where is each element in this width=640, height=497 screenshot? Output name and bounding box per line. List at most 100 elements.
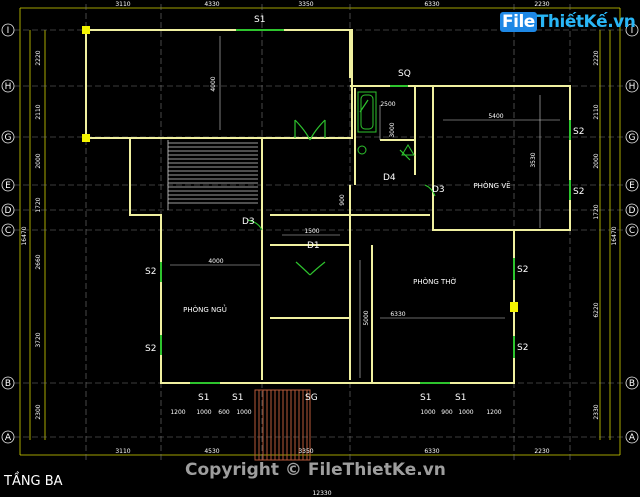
dim-text: 2000 xyxy=(593,153,600,168)
dim-text: 16470 xyxy=(611,226,618,245)
dim-text: 1200 xyxy=(170,409,185,416)
doors xyxy=(247,99,436,276)
dim-text: 2500 xyxy=(380,101,395,108)
right-dimensions: 2220 2110 2000 1720 6220 2330 16470 xyxy=(593,50,618,419)
dim-text: 2220 xyxy=(35,50,42,65)
dim-text: 900 xyxy=(441,409,453,416)
axis-label: C xyxy=(5,226,11,236)
dim-text: 4000 xyxy=(210,76,217,91)
axis-label: D xyxy=(5,206,12,216)
window-label: S2 xyxy=(573,127,584,137)
dim-text: 2110 xyxy=(593,104,600,119)
watermark-file: File xyxy=(500,12,537,32)
dim-text: 5400 xyxy=(488,113,503,120)
room-name: PHÒNG VẼ xyxy=(473,181,510,190)
window-label: S2 xyxy=(145,267,156,277)
dim-text: 2660 xyxy=(35,254,42,269)
dim-text: 1000 xyxy=(458,409,473,416)
dimension-lines xyxy=(19,7,621,456)
dim-text: 2300 xyxy=(35,404,42,419)
door-label: SG xyxy=(305,393,318,403)
dim-text: 3110 xyxy=(115,1,130,8)
axis-bubbles-left xyxy=(1,23,15,444)
dim-text: 1200 xyxy=(486,409,501,416)
axis-label: A xyxy=(5,433,12,443)
dim-text: 2330 xyxy=(593,404,600,419)
window-label: S1 xyxy=(198,393,209,403)
dim-text: 2110 xyxy=(35,104,42,119)
axis-label: G xyxy=(5,133,12,143)
axis-bubbles-right xyxy=(625,23,639,444)
walls xyxy=(85,29,571,384)
dim-text: 2220 xyxy=(593,50,600,65)
dim-text: 3000 xyxy=(389,122,396,137)
dim-text: 6330 xyxy=(424,1,439,8)
dim-text: 3350 xyxy=(298,1,313,8)
dim-text: 900 xyxy=(339,194,346,206)
axis-label: H xyxy=(5,82,12,92)
room-name: PHÒNG NGỦ xyxy=(183,304,227,314)
dim-text: 1720 xyxy=(35,197,42,212)
stair-treads xyxy=(167,140,258,210)
window-label: S1 xyxy=(232,393,243,403)
axis-label: H xyxy=(629,82,636,92)
columns xyxy=(82,26,518,312)
window-label: S2 xyxy=(517,343,528,353)
door-label: D4 xyxy=(383,173,396,183)
dim-text: 1000 xyxy=(236,409,251,416)
left-dimensions: 2220 2110 2000 1720 2660 3720 2300 16470 xyxy=(21,50,42,419)
room-name: PHÒNG THỜ xyxy=(413,277,457,286)
dim-text: 4000 xyxy=(208,258,223,265)
window-label: S1 xyxy=(420,393,431,403)
copyright-watermark: Copyright © FileThietKe.vn xyxy=(185,460,446,480)
axis-label: E xyxy=(5,181,11,191)
window-label: S2 xyxy=(145,344,156,354)
top-dimensions: 3110 4330 3350 6330 2230 xyxy=(115,1,549,8)
axis-label: I xyxy=(7,26,10,36)
window-label: S1 xyxy=(254,15,265,25)
dim-text: 2000 xyxy=(35,153,42,168)
dim-text: 1720 xyxy=(593,204,600,219)
window-openings xyxy=(160,29,571,384)
axis-label: I xyxy=(631,26,634,36)
dim-text: 6330 xyxy=(390,311,405,318)
window-label: SQ xyxy=(398,69,411,79)
dim-text: 600 xyxy=(218,409,230,416)
axis-label: B xyxy=(629,379,635,389)
watermark-rest: ThiếtKế xyxy=(536,12,608,32)
bottom-segment-dims: 1200 1000 600 1000 1000 900 1000 1200 xyxy=(170,409,501,416)
door-label: D1 xyxy=(307,241,320,251)
axis-label: G xyxy=(629,133,636,143)
opening-labels: S1 SQ D4 D3 D3 D1 S2 S2 S2 S2 S2 S2 S1 S… xyxy=(145,15,584,403)
watermark-domain: .vn xyxy=(607,12,636,32)
bottom-dimensions: 3110 4530 3350 6330 2230 12330 xyxy=(115,448,549,497)
dim-text: 16470 xyxy=(21,226,28,245)
dim-text: 1000 xyxy=(196,409,211,416)
axis-label: D xyxy=(629,206,636,216)
axis-label: B xyxy=(5,379,11,389)
dim-text: 1000 xyxy=(420,409,435,416)
window-label: S1 xyxy=(455,393,466,403)
door-label: D3 xyxy=(432,185,445,195)
bathroom-fixtures xyxy=(357,91,415,156)
axis-label: A xyxy=(629,433,636,443)
dim-text: 2230 xyxy=(534,1,549,8)
axis-label: E xyxy=(629,181,635,191)
dim-text: 6220 xyxy=(593,302,600,317)
dim-text: 3110 xyxy=(115,448,130,455)
dim-text: 3350 xyxy=(298,448,313,455)
dim-text: 3720 xyxy=(35,332,42,347)
dim-text: 12330 xyxy=(312,490,331,497)
axis-labels-right: I H G E D C B A xyxy=(629,26,636,443)
dim-text: 3530 xyxy=(530,152,537,167)
door-label: D3 xyxy=(242,217,255,227)
window-label: S2 xyxy=(573,187,584,197)
dim-text: 4330 xyxy=(204,1,219,8)
interior-dimensions xyxy=(170,36,560,378)
grid-lines xyxy=(14,4,626,460)
dim-text: 4530 xyxy=(204,448,219,455)
interior-dim-labels: 4000 2500 3000 5400 3530 1500 4000 5000 … xyxy=(208,76,537,325)
dim-text: 6330 xyxy=(424,448,439,455)
